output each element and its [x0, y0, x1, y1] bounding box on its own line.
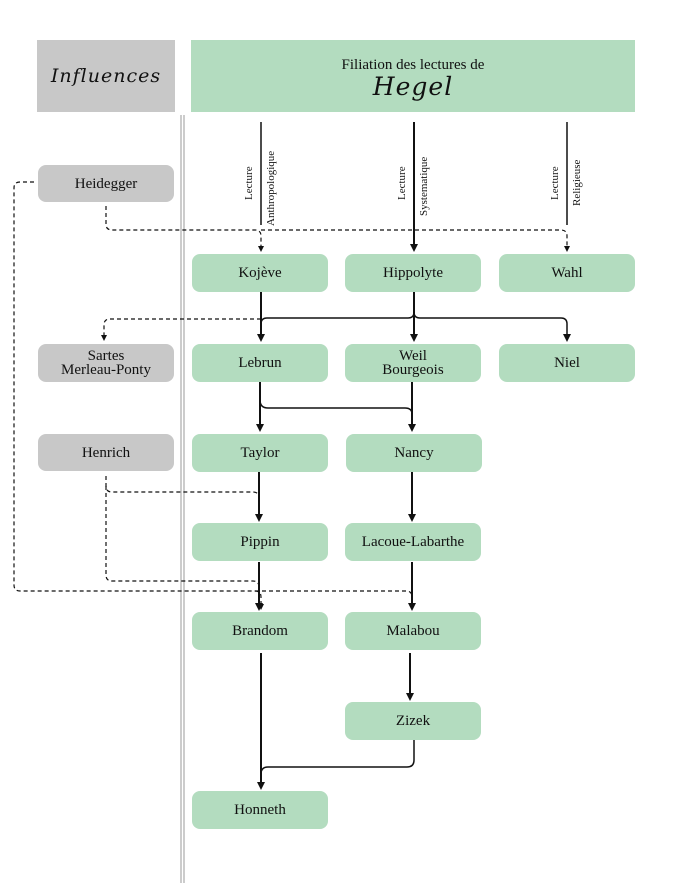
filiation-connector — [413, 311, 571, 342]
node-label: Zizek — [395, 713, 431, 729]
branch-label: Anthropologique — [265, 151, 277, 226]
reader-node-lacoue-labarthe: Lacoue-Labarthe — [345, 523, 481, 561]
node-label: Henrich — [81, 444, 131, 461]
influence-node-henrich: Henrich — [38, 434, 174, 471]
node-label: Taylor — [240, 445, 280, 461]
node-label: Heidegger — [74, 175, 138, 192]
node-label: Kojève — [238, 265, 282, 281]
reader-node-niel: Niel — [499, 344, 635, 382]
reader-node-hippolyte: Hippolyte — [345, 254, 481, 292]
influence-connector — [105, 206, 264, 252]
influence-node-sartes: Sartes Merleau-Ponty — [38, 344, 174, 382]
node-label: Nancy — [394, 445, 434, 461]
reader-node-honneth: Honneth — [192, 791, 328, 829]
influence-connector — [105, 476, 260, 499]
influences-title: Influences — [50, 65, 162, 87]
reader-node-pippin: Pippin — [192, 523, 328, 561]
branch-label: Lecture — [549, 166, 561, 200]
branch-label: Lecture — [243, 166, 255, 200]
node-label: Brandom — [232, 623, 288, 639]
filiation-connector — [259, 399, 413, 415]
branch-label: Systematique — [418, 157, 430, 216]
influence-connector — [101, 318, 261, 341]
node-label: Wahl — [551, 265, 583, 281]
node-label: Lacoue-Labarthe — [361, 534, 465, 550]
reader-node-wahl: Wahl — [499, 254, 635, 292]
reader-node-taylor: Taylor — [192, 434, 328, 472]
node-label: Pippin — [240, 534, 280, 550]
filiation-connector — [260, 740, 415, 775]
diagram-title-box: Filiation des lectures de Hegel — [191, 40, 635, 112]
diagram-title: Hegel — [372, 72, 454, 101]
node-label: Lebrun — [238, 355, 282, 371]
influence-node-heidegger: Heidegger — [38, 165, 174, 202]
branch-label: Religieuse — [571, 159, 583, 206]
node-label: Honneth — [234, 802, 286, 818]
filiation-connector — [260, 292, 415, 325]
reader-node-weil-bourgeois: Weil Bourgeois — [345, 344, 481, 382]
reader-node-lebrun: Lebrun — [192, 344, 328, 382]
reader-node-zizek: Zizek — [345, 702, 481, 740]
reader-node-malabou: Malabou — [345, 612, 481, 650]
node-label: Malabou — [386, 623, 440, 639]
influences-header: Influences — [37, 40, 175, 112]
node-label: Sartes Merleau-Ponty — [61, 348, 151, 378]
diagram-subtitle: Filiation des lectures de — [341, 57, 485, 73]
node-label: Hippolyte — [383, 265, 443, 281]
influence-connector — [261, 229, 570, 252]
node-label: Niel — [554, 355, 580, 371]
reader-node-nancy: Nancy — [346, 434, 482, 472]
influence-connector — [255, 590, 413, 607]
reader-node-kojeve: Kojève — [192, 254, 328, 292]
node-label: Weil Bourgeois — [382, 348, 444, 378]
branch-label: Lecture — [396, 166, 408, 200]
reader-node-brandom: Brandom — [192, 612, 328, 650]
